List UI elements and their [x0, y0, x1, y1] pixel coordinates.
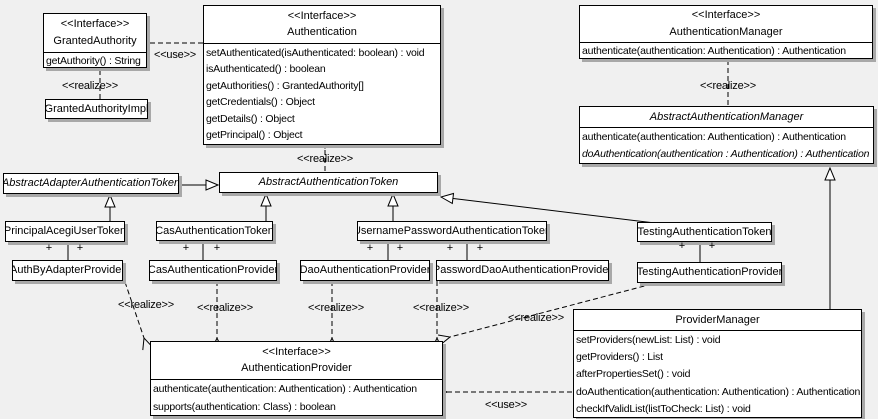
realize-label: <<realize>>: [308, 302, 364, 314]
realize-label: <<realize>>: [118, 299, 174, 311]
class-name: AbstractAuthenticationManager: [649, 110, 804, 123]
multiplicity-label: +: [396, 242, 404, 254]
method: doAuthentication(authentication : Authen…: [582, 148, 870, 161]
method: authenticate(authentication: Authenticat…: [582, 131, 846, 143]
class-auth-by-adapter-provider: AuthByAdapterProvider: [12, 260, 123, 281]
class-name: TestingAuthenticationToken: [637, 225, 772, 238]
multiplicity-label: +: [182, 242, 190, 254]
stereotype-label: <<Interface>>: [287, 9, 357, 22]
multiplicity-label: +: [45, 242, 53, 254]
class-granted-authority: <<Interface>> GrantedAuthority getAuthor…: [43, 13, 147, 68]
stereotype-label: <<Interface>>: [60, 18, 130, 30]
method: getCredentials() : Object: [206, 96, 315, 109]
class-name: AbstractAuthenticationToken: [258, 176, 399, 188]
class-name: PrincipalAcegiUserToken: [5, 225, 125, 237]
multiplicity-label: +: [213, 242, 221, 254]
class-name: Authentication: [287, 26, 357, 39]
method: setProviders(newList: List) : void: [576, 334, 721, 346]
multiplicity-label: +: [446, 242, 454, 254]
method: setAuthenticated(isAuthenticated: boolea…: [206, 47, 425, 59]
class-authentication: <<Interface>> Authentication setAuthenti…: [203, 5, 441, 145]
method: getProviders() : List: [576, 351, 663, 364]
stereotype-label: <<Interface>>: [691, 9, 761, 22]
method: authenticate(authentication: Authenticat…: [582, 45, 846, 57]
realize-label: <<realize>>: [197, 302, 253, 314]
class-name: PasswordDaoAuthenticationProvider: [436, 264, 609, 276]
multiplicity-label: +: [678, 240, 686, 252]
class-testing-authentication-provider: TestingAuthenticationProvider: [637, 262, 782, 283]
class-principal-acegi-user-token: PrincipalAcegiUserToken: [5, 221, 125, 242]
stereotype-label: <<Interface>>: [262, 345, 331, 358]
class-authentication-manager: <<Interface>> AuthenticationManager auth…: [579, 5, 873, 59]
method: checkIfValidList(listToCheck: List) : vo…: [576, 402, 751, 415]
method: getAuthorities() : GrantedAuthority[]: [206, 79, 364, 92]
class-name: AuthenticationManager: [669, 25, 783, 38]
method: getAuthority() : String: [46, 55, 141, 67]
use-label: <<use>>: [153, 49, 197, 61]
class-name: DaoAuthenticationProvider: [300, 264, 430, 276]
multiplicity-label: +: [708, 240, 716, 252]
method: getDetails() : Object: [206, 112, 295, 125]
class-username-password-authentication-token: UsernamePasswordAuthenticationToken: [357, 221, 547, 241]
class-name: GrantedAuthorityImpl: [45, 102, 148, 115]
class-dao-authentication-provider: DaoAuthenticationProvider: [300, 260, 430, 281]
class-testing-authentication-token: TestingAuthenticationToken: [637, 222, 772, 242]
realize-label: <<realize>>: [508, 312, 564, 324]
method: supports(authentication: Class) : boolea…: [153, 400, 336, 413]
method: doAuthentication(authentication: Authent…: [576, 385, 861, 398]
method: afterPropertiesSet() : void: [576, 368, 691, 381]
class-name: AuthenticationProvider: [241, 362, 352, 375]
class-abstract-adapter-authentication-token: AbstractAdapterAuthenticationToken: [3, 173, 179, 194]
method: authenticate(authentication: Authenticat…: [153, 383, 417, 395]
multiplicity-label: +: [476, 242, 484, 254]
class-name: AbstractAdapterAuthenticationToken: [3, 177, 179, 189]
use-label: <<use>>: [484, 399, 528, 411]
class-name: AuthByAdapterProvider: [12, 264, 123, 276]
class-name: CasAuthenticationProvider: [149, 264, 277, 276]
class-password-dao-authentication-provider: PasswordDaoAuthenticationProvider: [436, 260, 609, 281]
class-name: CasAuthenticationToken: [156, 224, 273, 237]
class-cas-authentication-token: CasAuthenticationToken: [156, 221, 273, 241]
generalization-testing-token-to-abstract-token: [441, 197, 656, 224]
class-abstract-authentication-token: AbstractAuthenticationToken: [219, 172, 438, 193]
class-provider-manager: ProviderManager setProviders(newList: Li…: [573, 309, 862, 418]
multiplicity-label: +: [76, 242, 84, 254]
realize-label: <<realize>>: [413, 302, 469, 314]
class-name: UsernamePasswordAuthenticationToken: [357, 224, 547, 237]
class-authentication-provider: <<Interface>> AuthenticationProvider aut…: [150, 341, 443, 416]
class-name: ProviderManager: [675, 313, 760, 326]
class-name: TestingAuthenticationProvider: [637, 266, 782, 278]
multiplicity-label: +: [366, 242, 374, 254]
realize-label: <<realize>>: [62, 80, 118, 92]
realize-label: <<realize>>: [700, 80, 756, 92]
realize-label: <<realize>>: [297, 153, 353, 165]
class-cas-authentication-provider: CasAuthenticationProvider: [149, 260, 277, 281]
class-name: GrantedAuthority: [53, 35, 137, 47]
method: isAuthenticated() : boolean: [206, 63, 326, 76]
class-abstract-authentication-manager: AbstractAuthenticationManager authentica…: [579, 106, 874, 164]
method: getPrincipal() : Object: [206, 129, 303, 142]
class-granted-authority-impl: GrantedAuthorityImpl: [45, 99, 148, 119]
